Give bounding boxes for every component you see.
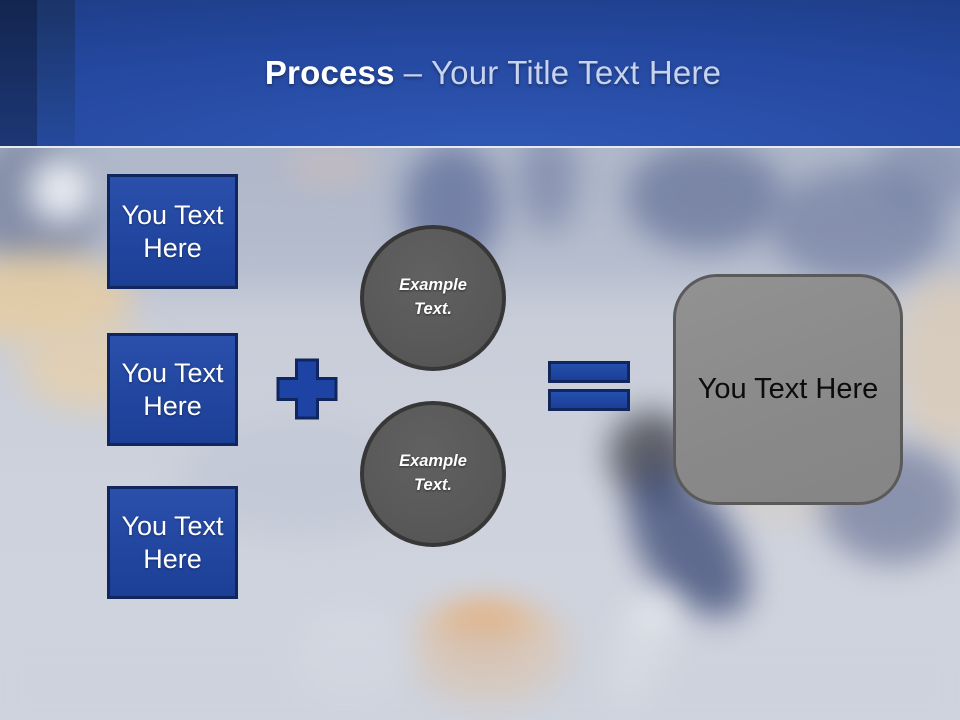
header-stripe-mid — [37, 0, 75, 146]
header-stripe-dark — [0, 0, 37, 146]
photo-blob — [29, 157, 95, 223]
text-box-1-label: You Text Here — [121, 200, 224, 263]
plus-icon — [276, 358, 338, 420]
slide-title[interactable]: Process– Your Title Text Here — [0, 53, 960, 93]
equals-icon — [548, 361, 630, 383]
header-divider — [0, 146, 960, 148]
title-emphasis: Process — [264, 54, 395, 91]
equals-icon — [548, 389, 630, 411]
example-circle-2[interactable]: Example Text. — [360, 401, 506, 547]
header-band: Process– Your Title Text Here — [0, 0, 960, 146]
photo-blob — [627, 148, 783, 250]
example-circle-1-label: Example Text. — [399, 276, 467, 318]
title-rest: – Your Title Text Here — [403, 54, 722, 91]
photo-blob — [0, 618, 960, 720]
text-box-2-label: You Text Here — [121, 358, 224, 421]
photo-blob — [284, 149, 376, 183]
example-circle-2-label: Example Text. — [399, 452, 467, 494]
text-box-2[interactable]: You Text Here — [107, 333, 238, 446]
result-box-label: You Text Here — [697, 373, 879, 405]
text-box-1[interactable]: You Text Here — [107, 174, 238, 289]
example-circle-1[interactable]: Example Text. — [360, 225, 506, 371]
result-box[interactable]: You Text Here — [673, 274, 903, 505]
text-box-3-label: You Text Here — [121, 511, 224, 574]
text-box-3[interactable]: You Text Here — [107, 486, 238, 599]
photo-blob — [518, 148, 578, 232]
